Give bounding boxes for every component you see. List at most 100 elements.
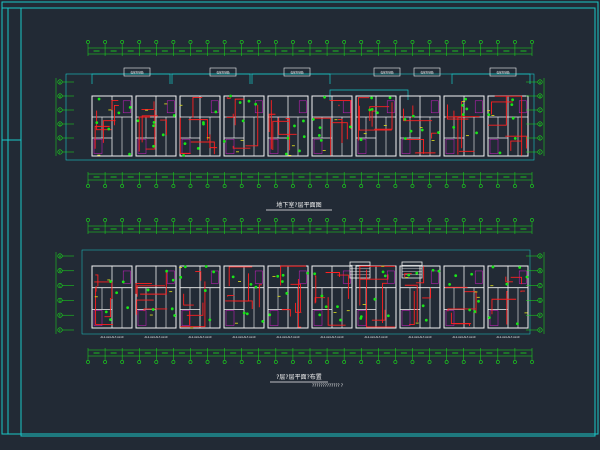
axis-label-right: D xyxy=(539,299,542,303)
grid-bubble xyxy=(342,40,347,44)
axis-bubble xyxy=(57,297,63,303)
label-box xyxy=(123,67,151,77)
grid-bubble xyxy=(222,184,227,188)
grid-bubble xyxy=(103,40,107,44)
wiring-run xyxy=(280,265,306,286)
electrical-device xyxy=(261,319,265,323)
axis-label-right: C xyxy=(539,108,542,112)
axis-bubble xyxy=(537,93,543,99)
wiring-run xyxy=(405,138,424,154)
electrical-device xyxy=(452,125,456,129)
electrical-device xyxy=(249,282,253,286)
wiring-run xyxy=(297,278,302,328)
wiring-run xyxy=(136,299,154,315)
fixture-box xyxy=(210,270,219,284)
electrical-device xyxy=(152,124,155,128)
fixture-box xyxy=(166,100,175,114)
grid-bubble xyxy=(444,184,449,188)
grid-bubble xyxy=(376,218,381,222)
fixture-box xyxy=(401,310,411,326)
electrical-device xyxy=(254,285,258,289)
label-box xyxy=(489,67,517,77)
grid-bubble xyxy=(256,40,261,44)
fixture-box xyxy=(313,310,323,326)
fixture-box xyxy=(93,310,103,326)
electrical-device xyxy=(268,313,272,317)
axis-label-left: A xyxy=(59,80,62,84)
grid-bubble xyxy=(325,40,329,44)
electrical-device xyxy=(196,146,200,150)
building-outline xyxy=(65,73,535,161)
electrical-device xyxy=(107,127,111,131)
axis-bubble xyxy=(537,107,543,113)
electrical-device xyxy=(222,139,226,143)
grid-bubble xyxy=(444,218,449,222)
grid-bubble xyxy=(308,218,312,222)
grid-bubble xyxy=(171,40,176,44)
electrical-device xyxy=(454,274,458,278)
unit-label: AL1-AL4-AL7-AL10 xyxy=(453,335,476,339)
electrical-device xyxy=(470,272,474,276)
axis-bubble xyxy=(537,253,543,259)
axis-bubble xyxy=(57,93,63,99)
wiring-run xyxy=(453,110,480,118)
room-label: 电梯控制箱 xyxy=(131,71,144,75)
room-label: 电梯控制箱 xyxy=(421,71,434,75)
electrical-device xyxy=(319,138,323,142)
axis-bubble xyxy=(57,121,63,127)
grid-bubble xyxy=(427,360,432,364)
electrical-device xyxy=(109,280,112,283)
electrical-device xyxy=(146,288,150,292)
grid-bubble xyxy=(188,184,193,188)
grid-bubble xyxy=(222,40,227,44)
grid-bubble xyxy=(222,360,227,364)
grid-bubble xyxy=(222,218,227,222)
electrical-device xyxy=(498,151,502,155)
wiring-run xyxy=(95,274,99,287)
stair-core xyxy=(401,261,423,279)
electrical-device xyxy=(208,318,212,322)
grid-bubble xyxy=(188,218,193,222)
electrical-device xyxy=(242,311,246,315)
electrical-device xyxy=(231,275,235,279)
axis-bubble xyxy=(537,149,543,155)
electrical-device xyxy=(383,274,387,278)
grid-bubble xyxy=(205,360,210,364)
grid-bubble xyxy=(410,184,415,188)
axis-label-right: C xyxy=(539,284,542,288)
axis-label-left: A xyxy=(59,254,62,258)
grid-bubble xyxy=(427,40,432,44)
wiring-run xyxy=(491,298,517,315)
electrical-device xyxy=(376,111,379,115)
grid-bubble xyxy=(530,40,534,44)
grid-bubble xyxy=(291,40,295,44)
electrical-device xyxy=(170,307,174,311)
wiring-run xyxy=(491,101,513,115)
wiring-run xyxy=(506,290,508,325)
grid-bubble xyxy=(393,360,398,364)
grid-bubble xyxy=(325,184,329,188)
grid-bubble xyxy=(137,40,142,44)
wiring-run xyxy=(382,282,388,323)
inner-border xyxy=(20,7,596,437)
unit-label: AL1-AL4-AL7-AL10 xyxy=(497,335,520,339)
electrical-device xyxy=(421,304,425,308)
grid-bubble xyxy=(513,184,517,188)
wiring-run xyxy=(195,271,202,281)
wiring-run xyxy=(314,297,326,304)
grid-bubble xyxy=(359,184,364,188)
wiring-run xyxy=(190,141,215,155)
electrical-device xyxy=(312,117,315,121)
wiring-run xyxy=(431,132,437,139)
axis-label-left: C xyxy=(59,284,62,288)
electrical-device xyxy=(420,128,424,132)
electrical-device xyxy=(284,152,288,156)
grid-bubble xyxy=(495,184,500,188)
grid-bubble xyxy=(188,40,193,44)
grid-bubble xyxy=(154,218,159,222)
wiring-run xyxy=(258,284,262,308)
grid-bubble xyxy=(103,218,107,222)
grid-bubble xyxy=(137,184,142,188)
